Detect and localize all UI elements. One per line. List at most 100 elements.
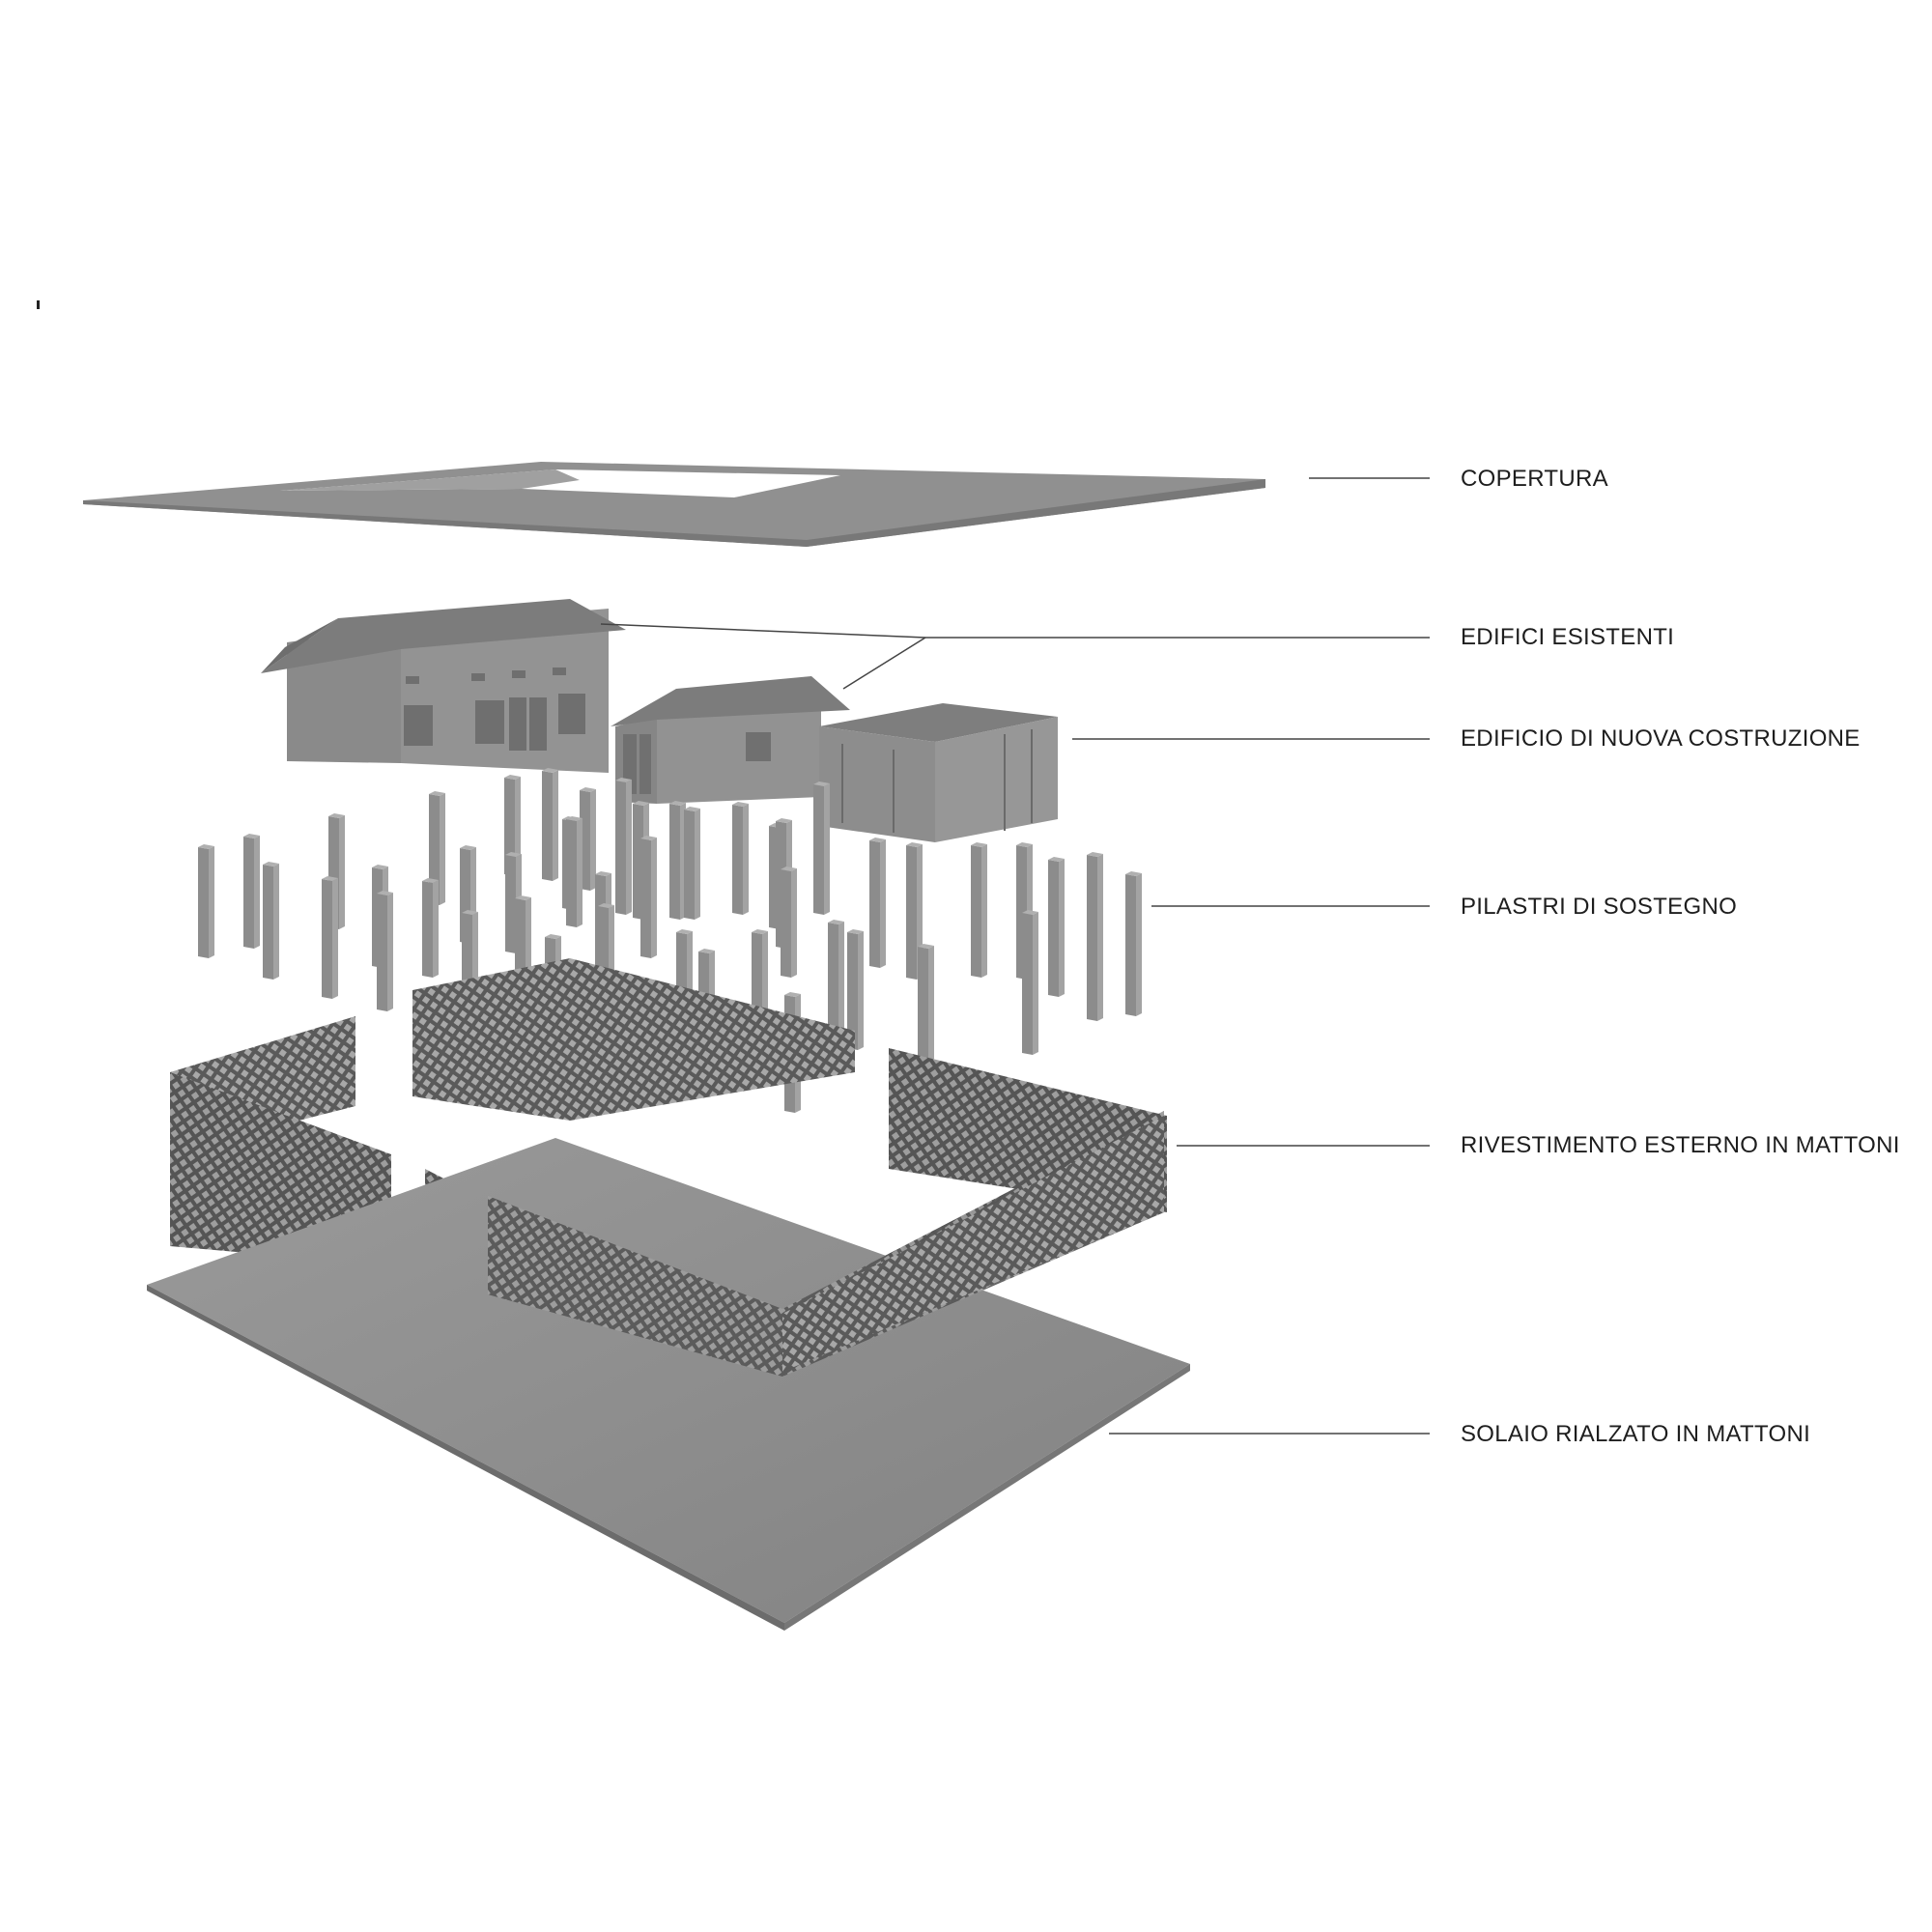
label-edifici-esistenti: EDIFICI ESISTENTI <box>1461 624 1675 650</box>
pillar-top <box>752 929 768 934</box>
pillar <box>243 837 254 949</box>
pillar-top <box>504 775 521 780</box>
pillar <box>781 869 791 978</box>
pillar <box>669 804 680 920</box>
pillar-side <box>695 809 700 920</box>
pillar-top <box>971 842 987 847</box>
pillar-top <box>847 929 864 934</box>
pillar <box>732 805 743 915</box>
pillar-top <box>429 791 445 796</box>
pillar-side <box>254 836 260 949</box>
pillar-side <box>1059 859 1065 997</box>
pillar-side <box>273 864 279 980</box>
pillar <box>971 845 981 978</box>
label-rivestimento-esterno: RIVESTIMENTO ESTERNO IN MATTONI <box>1461 1132 1900 1158</box>
pillar <box>263 865 273 980</box>
pillar-top <box>542 768 558 773</box>
floor-slab <box>147 1111 1190 1631</box>
pillar-side <box>209 846 214 958</box>
pillar-top <box>676 929 693 934</box>
pillar <box>1125 874 1136 1016</box>
pillar-top <box>545 934 561 939</box>
pillar-side <box>440 793 445 905</box>
pillar-top <box>515 895 531 900</box>
pillar-side <box>1136 873 1142 1016</box>
label-copertura: COPERTURA <box>1461 466 1608 492</box>
pillar-side <box>791 868 797 978</box>
pillar-side <box>981 844 987 978</box>
pillar-side <box>577 818 582 927</box>
new-building <box>819 703 1058 842</box>
pillar-side <box>590 789 596 891</box>
pillar <box>1048 860 1059 997</box>
pillar-top <box>828 920 844 924</box>
roof-slab <box>83 462 1265 547</box>
pillar-side <box>743 804 749 915</box>
pillar-top <box>1016 842 1033 847</box>
pillar <box>847 932 858 1050</box>
pillar <box>906 845 917 980</box>
pillar <box>377 894 387 1011</box>
pillar <box>429 794 440 905</box>
pillar-top <box>372 865 388 869</box>
pillar <box>684 810 695 920</box>
pillar-top <box>784 992 801 997</box>
pillar <box>813 784 824 915</box>
pillar <box>322 879 332 999</box>
pillar <box>918 947 928 1089</box>
pillar-side <box>433 880 439 978</box>
pillar-side <box>651 838 657 958</box>
pillar-top <box>633 801 649 806</box>
support-pillars <box>198 768 1142 1113</box>
pillar-top <box>422 878 439 883</box>
pillar-top <box>615 778 632 782</box>
pillar-top <box>328 813 345 818</box>
label-edificio-nuova-costruzione: EDIFICIO DI NUOVA COSTRUZIONE <box>1461 725 1861 752</box>
pillar-top <box>263 862 279 867</box>
pillar <box>504 778 515 876</box>
pillar-top <box>566 816 582 821</box>
pillar <box>828 923 838 1036</box>
leader-lines <box>600 477 1430 1435</box>
pillar-top <box>322 876 338 881</box>
pillar-top <box>732 802 749 807</box>
pillar-top <box>505 852 522 857</box>
pillar-side <box>387 893 393 1011</box>
pillar-top <box>580 787 596 792</box>
pillar-top <box>1022 910 1038 915</box>
pillar-top <box>776 818 792 823</box>
pillar-side <box>1033 912 1038 1055</box>
pillar-top <box>918 944 934 949</box>
pillar <box>615 781 626 915</box>
pillar-side <box>824 783 830 915</box>
pillar-top <box>869 838 886 842</box>
pillar <box>869 840 880 968</box>
pillar-top <box>198 844 214 849</box>
pillar-side <box>880 839 886 968</box>
pillar-top <box>906 842 923 847</box>
pillar-top <box>813 781 830 786</box>
pillar <box>542 771 553 881</box>
pillar-side <box>1097 854 1103 1021</box>
pillar-top <box>377 891 393 895</box>
existing-building-large <box>261 599 626 773</box>
pillar-top <box>462 910 478 915</box>
small-mark <box>37 300 40 309</box>
pillar-top <box>669 801 686 806</box>
pillar-top <box>684 807 700 811</box>
pillar <box>422 881 433 978</box>
pillar-top <box>781 867 797 871</box>
pillar <box>198 847 209 958</box>
pillar-side <box>838 922 844 1036</box>
pillar-side <box>332 878 338 999</box>
pillar <box>566 819 577 927</box>
pillar <box>1022 913 1033 1055</box>
pillar-top <box>595 871 611 876</box>
pillar-side <box>858 931 864 1050</box>
pillar-side <box>339 815 345 929</box>
pillar-top <box>243 834 260 838</box>
label-pilastri-di-sostegno: PILASTRI DI SOSTEGNO <box>1461 894 1738 920</box>
pillar-top <box>640 836 657 840</box>
